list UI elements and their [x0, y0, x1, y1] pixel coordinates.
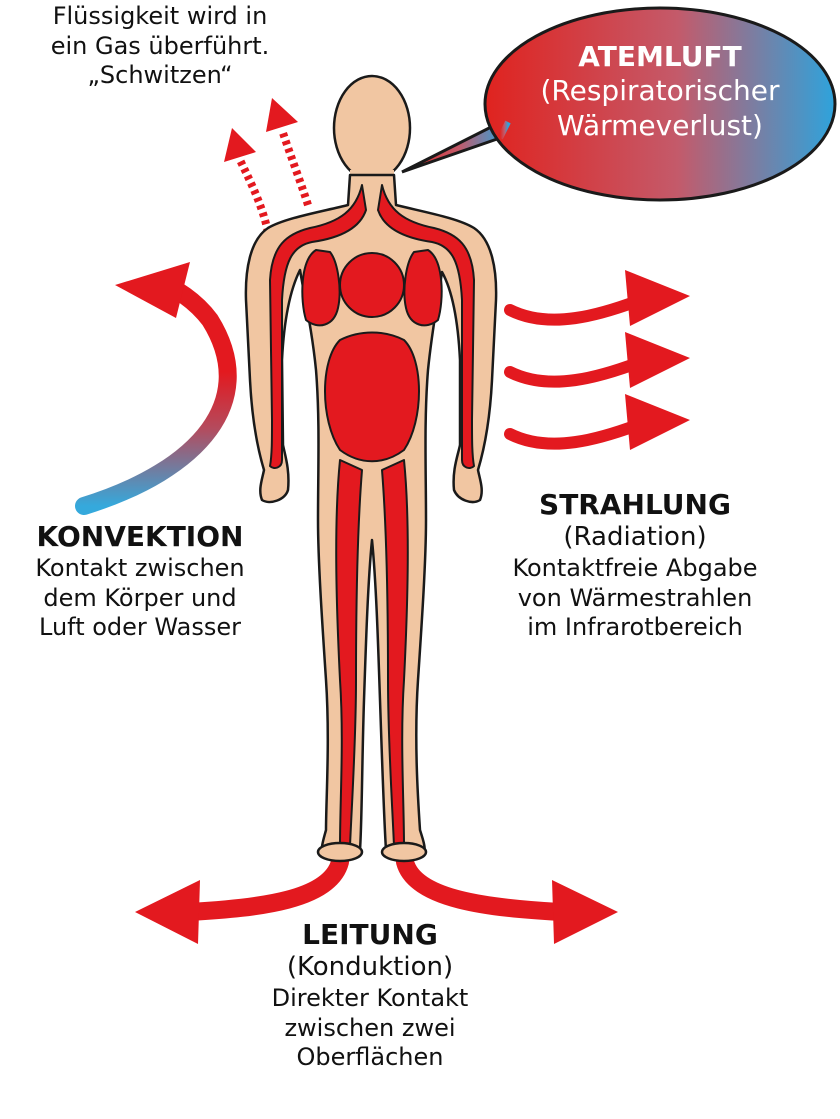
radiation-line-2: von Wärmestrahlen: [465, 584, 805, 614]
radiation-title: STRAHLUNG: [465, 488, 805, 522]
breath-line-2: Wärmeverlust): [500, 109, 820, 143]
breath-line-1: (Respiratorischer: [500, 74, 820, 108]
radiation-label: STRAHLUNG (Radiation) Kontaktfreie Abgab…: [465, 488, 805, 643]
conduction-line-1: Direkter Kontakt: [220, 984, 520, 1014]
evaporation-label: Flüssigkeit wird in ein Gas überführt. „…: [20, 2, 300, 91]
convection-title: KONVEKTION: [0, 520, 280, 554]
convection-line-1: Kontakt zwischen: [0, 554, 280, 584]
radiation-line-1: Kontaktfreie Abgabe: [465, 554, 805, 584]
radiation-line-3: im Infrarotbereich: [465, 613, 805, 643]
radiation-arrows: [510, 270, 690, 450]
conduction-line-2: zwischen zwei: [220, 1014, 520, 1044]
evaporation-arrows: [224, 98, 308, 232]
convection-line-2: dem Körper und: [0, 584, 280, 614]
evaporation-line-1: Flüssigkeit wird in: [20, 2, 300, 32]
evaporation-line-2: ein Gas überführt.: [20, 32, 300, 62]
human-body: [246, 76, 496, 861]
convection-line-3: Luft oder Wasser: [0, 613, 280, 643]
convection-arrow: [84, 262, 228, 506]
conduction-line-3: Oberflächen: [220, 1043, 520, 1073]
convection-label: KONVEKTION Kontakt zwischen dem Körper u…: [0, 520, 280, 643]
breath-label: ATEMLUFT (Respiratorischer Wärmeverlust): [500, 40, 820, 143]
radiation-subtitle: (Radiation): [465, 522, 805, 554]
breath-title: ATEMLUFT: [500, 40, 820, 74]
evaporation-line-3: „Schwitzen“: [20, 61, 300, 91]
conduction-title: LEITUNG: [220, 918, 520, 952]
conduction-subtitle: (Konduktion): [220, 952, 520, 984]
conduction-label: LEITUNG (Konduktion) Direkter Kontakt zw…: [220, 918, 520, 1073]
